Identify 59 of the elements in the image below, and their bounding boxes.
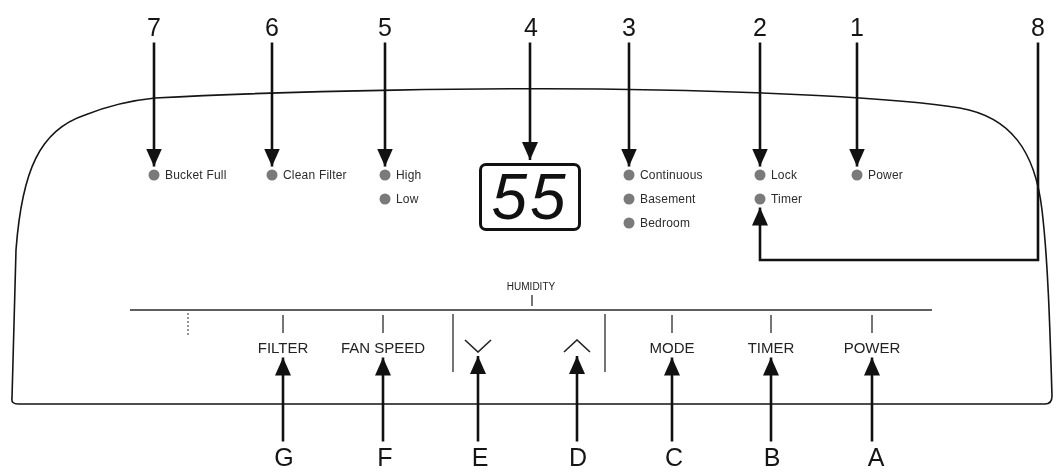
indicator-label: Continuous [640,169,703,181]
leader-arrow [264,42,280,167]
control-label: POWER [843,339,901,355]
indicator-label: Timer [771,193,803,205]
callout-letter: F [377,444,393,470]
leader-arrow [569,356,585,442]
indicator-label: Clean Filter [283,169,347,181]
indicator-label: Basement [640,193,696,205]
indicator-light-icon [623,217,635,229]
indicator-label: Lock [771,169,798,181]
leader-arrow [664,357,680,442]
leader-arrow [621,42,637,167]
callout-number: 1 [850,14,864,40]
indicator-light-icon [379,169,391,181]
up-chevron-icon [563,339,591,353]
callout-letter: C [664,444,684,470]
callout-letter: A [867,444,885,470]
indicator-light-icon [623,193,635,205]
leader-arrow [522,42,538,160]
leader-arrow [849,42,865,167]
leader-arrow [752,42,1040,262]
indicator-light-icon [266,169,278,181]
leader-arrow [470,356,486,442]
indicator-light-icon [623,169,635,181]
indicator-light-icon [851,169,863,181]
callout-number: 2 [753,14,767,40]
indicator-light-icon [754,193,766,205]
callout-letter: B [763,444,781,470]
leader-arrow [146,42,162,167]
indicator-label: Bedroom [640,217,691,229]
indicator-label: Power [868,169,903,181]
control-label: FILTER [257,339,309,355]
control-label: TIMER [747,339,795,355]
callout-letter: G [274,444,294,470]
indicator-light-icon [148,169,160,181]
callout-number: 5 [378,14,392,40]
control-label: MODE [649,339,695,355]
callout-letter: E [471,444,489,470]
leader-arrow [275,357,291,442]
leader-arrow [763,357,779,442]
indicator-label: High [396,169,422,181]
indicator-light-icon [754,169,766,181]
indicator-label: Bucket Full [165,169,227,181]
callout-number: 8 [1031,14,1045,40]
down-chevron-icon [464,339,492,353]
callout-number: 4 [524,14,538,40]
callout-number: 3 [622,14,636,40]
callout-number: 7 [147,14,161,40]
indicator-label: Low [396,193,419,205]
leader-arrow [864,357,880,442]
leader-arrow [375,357,391,442]
section-label: HUMIDITY [506,282,556,292]
leader-arrow [377,42,393,167]
callout-number: 6 [265,14,279,40]
leader-arrow [752,42,768,167]
callout-letter: D [568,444,588,470]
indicator-light-icon [379,193,391,205]
digital-display: 55 [479,163,581,231]
control-label: FAN SPEED [340,339,426,355]
